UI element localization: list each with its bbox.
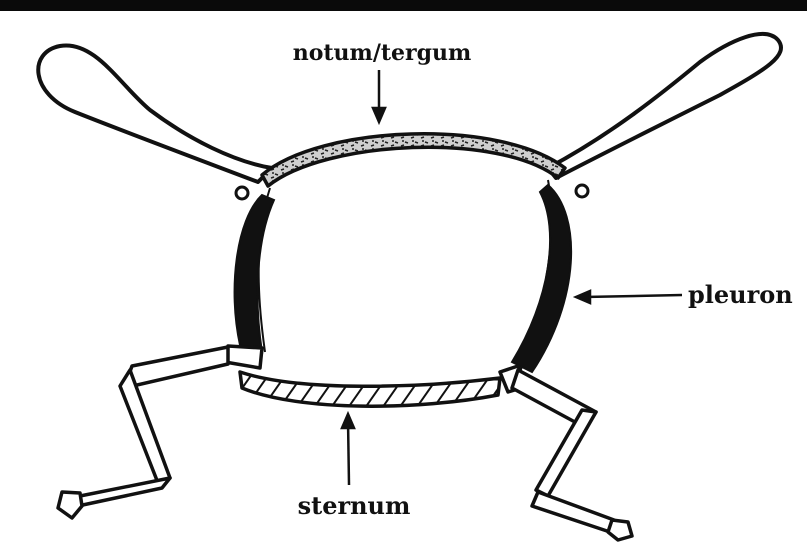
right-wing-hinge (576, 185, 588, 197)
right-wing (548, 34, 781, 178)
left-wing-hinge (236, 187, 248, 199)
right-pleuron (512, 185, 571, 372)
notum-arrow (373, 70, 385, 122)
sternum-label: sternum (298, 491, 411, 520)
sternum-plate (240, 372, 500, 406)
left-leg (58, 346, 262, 518)
right-leg (500, 366, 632, 540)
left-wing (38, 45, 272, 182)
body-outline (259, 180, 552, 372)
pleuron-label: pleuron (688, 280, 793, 309)
notum-tergum-label: notum/tergum (293, 40, 472, 66)
left-pleuron (235, 195, 274, 352)
sternum-arrow (342, 414, 354, 485)
notum-tergum-plate (262, 134, 565, 186)
pleuron-arrow (576, 291, 682, 303)
